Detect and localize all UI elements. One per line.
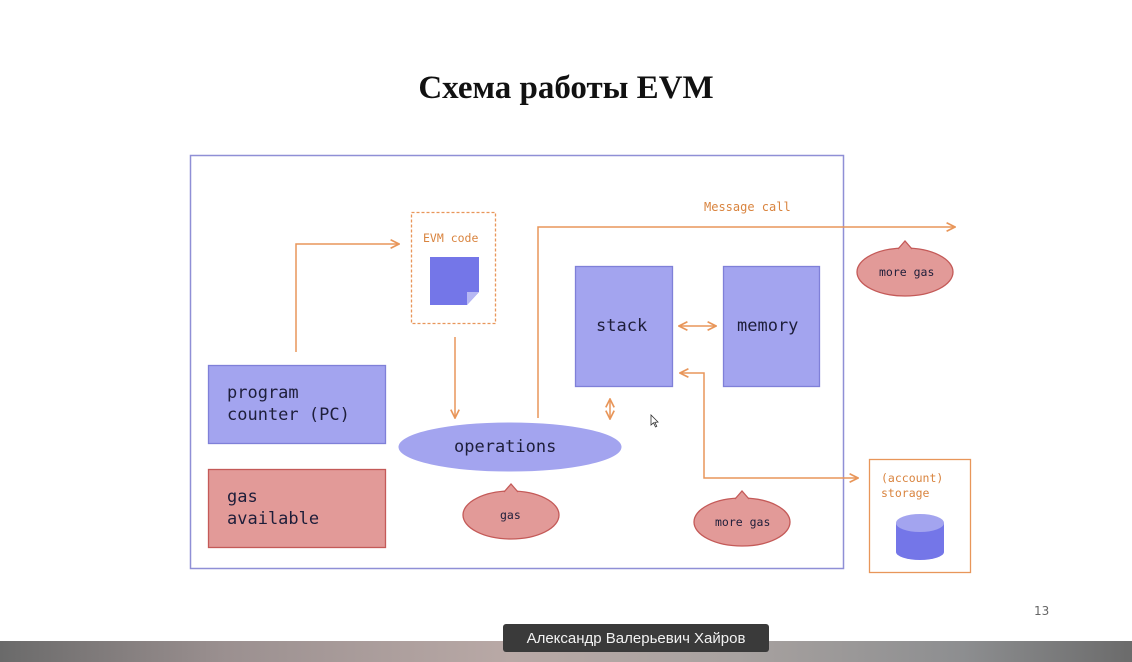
stack-box [574,265,674,388]
database-icon [896,514,944,560]
more-gas-bubble-top [856,240,954,297]
gas-available-label-line1: gas [227,487,258,507]
evm-code-label: EVM code [423,231,479,245]
document-icon [430,257,479,305]
message-call-arrow [537,227,955,418]
operations-label: operations [454,437,557,457]
gas-bubble-label: gas [500,508,521,522]
more-gas-top-label: more gas [879,265,935,279]
storage-label-line1: (account) [881,471,944,485]
pc-to-evm-code-arrow [295,244,399,352]
operations-ellipse [398,422,622,472]
storage-box [868,458,972,574]
slide-title: Схема работы EVM [418,70,714,106]
page-number: 13 [1034,604,1050,618]
diagram-frame [189,154,845,570]
program-counter-label-line2: counter (PC) [227,405,350,425]
gas-available-box [207,468,387,549]
more-gas-bubble-bottom [693,490,791,547]
more-gas-bottom-label: more gas [715,515,771,529]
storage-label-line2: storage [881,486,930,500]
stack-label: stack [596,316,648,336]
message-call-label: Message call [704,200,791,214]
mouse-pointer-icon [650,414,659,428]
stack-storage-arrow [680,373,858,478]
memory-label: memory [737,316,799,336]
program-counter-label-line1: program [227,383,299,403]
evm-code-box [410,211,497,325]
presenter-name-caption: Александр Валерьевич Хайров [503,624,769,652]
program-counter-box [207,364,387,445]
gas-available-label-line2: available [227,509,320,529]
gas-bubble [462,483,560,540]
evm-diagram [189,154,972,574]
